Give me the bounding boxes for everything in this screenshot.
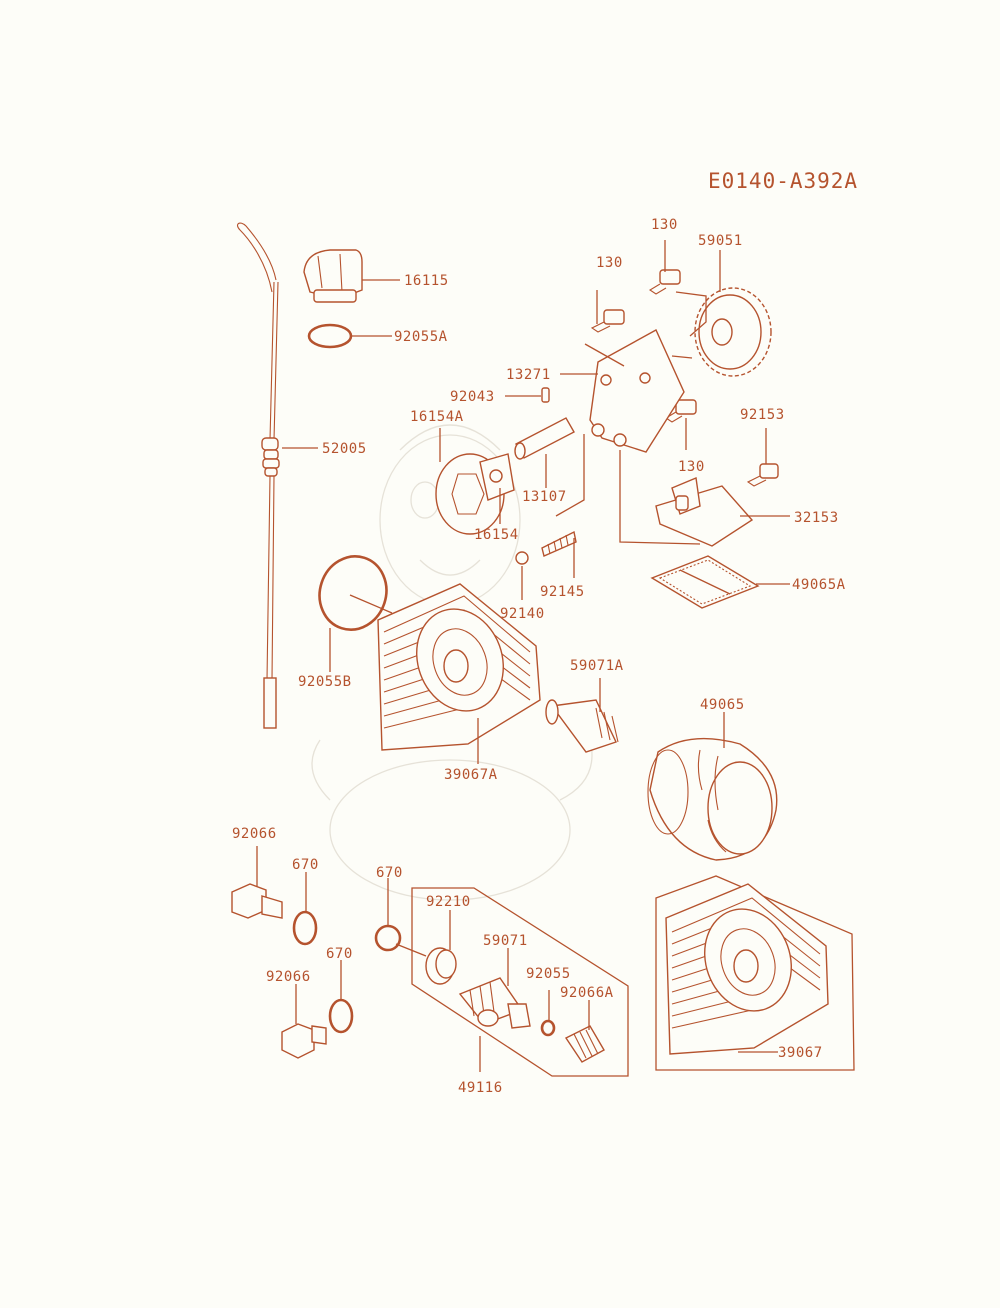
part-label-670-c[interactable]: 670 <box>326 946 353 962</box>
part-label-49116[interactable]: 49116 <box>458 1080 503 1096</box>
part-label-16154A[interactable]: 16154A <box>410 409 464 425</box>
part-label-92145[interactable]: 92145 <box>540 584 585 600</box>
part-label-16154[interactable]: 16154 <box>474 527 519 543</box>
part-label-130-a[interactable]: 130 <box>596 255 623 271</box>
part-label-39067A[interactable]: 39067A <box>444 767 498 783</box>
part-label-49065[interactable]: 49065 <box>700 697 745 713</box>
part-label-92055[interactable]: 92055 <box>526 966 571 982</box>
part-label-130-b[interactable]: 130 <box>651 217 678 233</box>
part-label-670-a[interactable]: 670 <box>292 857 319 873</box>
part-label-92055A[interactable]: 92055A <box>394 329 448 345</box>
part-label-92066-b[interactable]: 92066 <box>266 969 311 985</box>
o-ring-92055B <box>318 555 388 631</box>
part-label-32153[interactable]: 32153 <box>794 510 839 526</box>
part-label-92055B[interactable]: 92055B <box>298 674 352 690</box>
part-label-13271[interactable]: 13271 <box>506 367 551 383</box>
relief-valve-group-drawing <box>374 878 629 1077</box>
oil-filter-49065-drawing <box>647 712 778 861</box>
part-label-92210[interactable]: 92210 <box>426 894 471 910</box>
drain-plug-group-drawing <box>231 846 354 1059</box>
part-label-49065A[interactable]: 49065A <box>792 577 846 593</box>
diagram-code: E0140-A392A <box>708 169 858 193</box>
part-label-92140[interactable]: 92140 <box>500 606 545 622</box>
part-label-39067[interactable]: 39067 <box>778 1045 823 1061</box>
part-label-59051[interactable]: 59051 <box>698 233 743 249</box>
part-label-92043[interactable]: 92043 <box>450 389 495 405</box>
part-label-92153[interactable]: 92153 <box>740 407 785 423</box>
part-label-59071[interactable]: 59071 <box>483 933 528 949</box>
part-label-13107[interactable]: 13107 <box>522 489 567 505</box>
oil-cooler-39067-drawing <box>655 875 855 1071</box>
part-label-670-b[interactable]: 670 <box>376 865 403 881</box>
part-label-92066-a[interactable]: 92066 <box>232 826 277 842</box>
nipple-59071A-drawing <box>545 678 619 753</box>
part-label-59071A[interactable]: 59071A <box>570 658 624 674</box>
oil-pump-drawing <box>435 240 790 609</box>
part-label-16115[interactable]: 16115 <box>404 273 449 289</box>
part-label-92066A[interactable]: 92066A <box>560 985 614 1001</box>
dipstick-drawing <box>237 222 318 729</box>
oil-cooler-39067A-drawing <box>377 583 541 764</box>
oil-filler-cap-drawing <box>303 249 400 303</box>
o-ring-92055A <box>307 323 353 349</box>
part-label-52005[interactable]: 52005 <box>322 441 367 457</box>
part-label-130-c[interactable]: 130 <box>678 459 705 475</box>
